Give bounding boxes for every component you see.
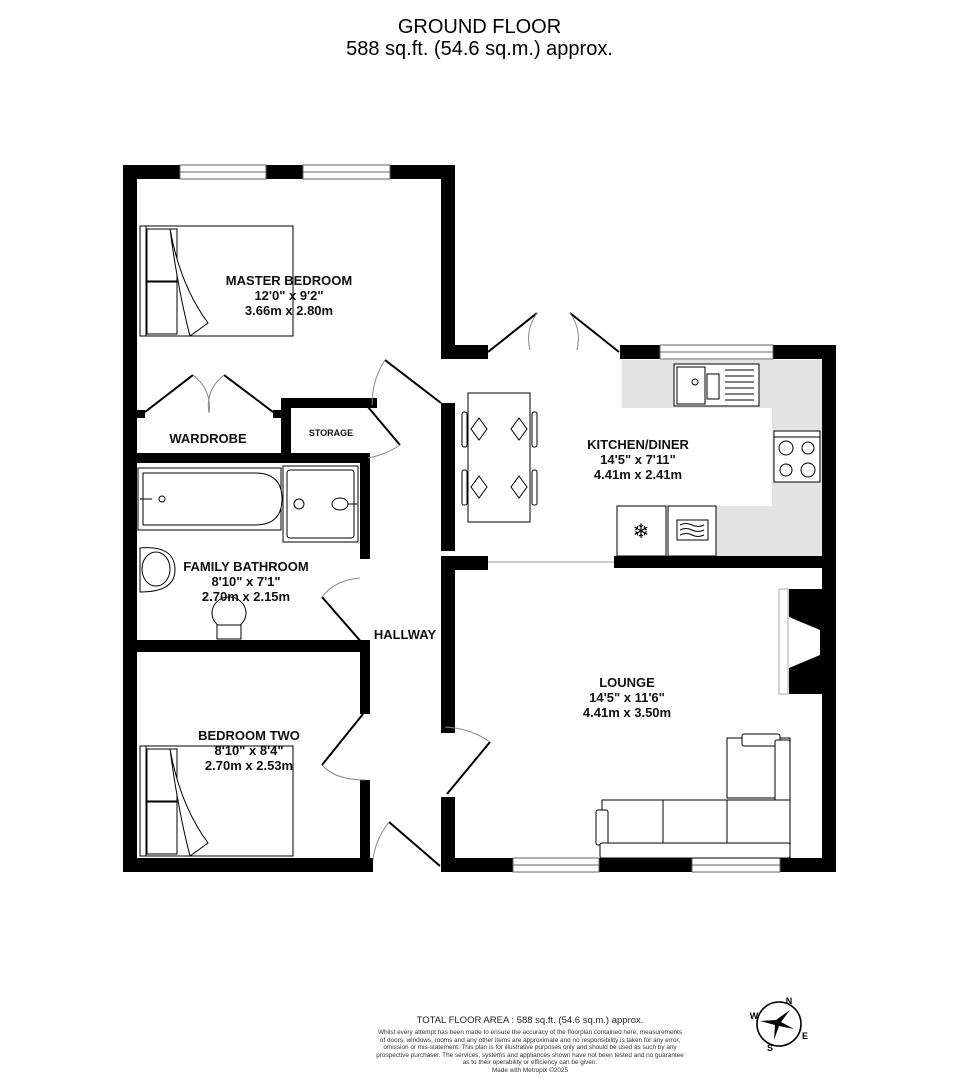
oven-icon — [667, 505, 717, 557]
svg-text:❄: ❄ — [633, 521, 650, 543]
room-label-kitchen-diner: KITCHEN/DINER 14'5" x 7'11" 4.41m x 2.41… — [587, 437, 689, 482]
floor-title: GROUND FLOOR — [397, 16, 562, 38]
room-label-hallway: HALLWAY — [374, 627, 437, 642]
toilet-icon — [211, 596, 247, 640]
room-label-lounge: LOUNGE 14'5" x 11'6" 4.41m x 3.50m — [583, 675, 671, 720]
fridge-freezer-icon: ❄ — [616, 505, 667, 557]
fireplace-icon — [778, 588, 822, 695]
disclaimer: Whilst every attempt has been made to en… — [340, 1029, 720, 1075]
svg-text:MASTER BEDROOM: MASTER BEDROOM — [226, 273, 352, 288]
disclaimer-line: prospective purchaser. The services, sys… — [376, 1051, 684, 1059]
svg-text:8'10" x 8'4": 8'10" x 8'4" — [214, 743, 283, 758]
hob-icon — [773, 430, 821, 483]
compass-icon: N E S W — [750, 996, 808, 1053]
dining-table-icon — [461, 392, 538, 523]
disclaimer-line: Whilst every attempt has been made to en… — [377, 1029, 683, 1036]
corner-sofa-icon — [595, 733, 791, 859]
svg-text:E: E — [802, 1031, 808, 1041]
plan-header: GROUND FLOOR 588 sq.ft. (54.6 sq.m.) app… — [0, 16, 959, 60]
svg-text:2.70m x 2.53m: 2.70m x 2.53m — [205, 758, 293, 773]
shower-icon — [282, 465, 359, 543]
plan-footer: TOTAL FLOOR AREA : 588 sq.ft. (54.6 sq.m… — [340, 1015, 720, 1075]
total-floor-area: TOTAL FLOOR AREA : 588 sq.ft. (54.6 sq.m… — [416, 1015, 644, 1026]
disclaimer-line: omission or mis-statement. This plan is … — [383, 1044, 677, 1052]
room-label-wardrobe: WARDROBE — [169, 431, 247, 446]
svg-text:14'5" x 11'6": 14'5" x 11'6" — [589, 690, 665, 705]
svg-text:14'5" x 7'11": 14'5" x 7'11" — [600, 452, 676, 467]
disclaimer-line: of doors, windows, rooms and any other i… — [379, 1036, 681, 1044]
svg-text:FAMILY BATHROOM: FAMILY BATHROOM — [183, 559, 308, 574]
doors[interactable] — [144, 312, 620, 867]
basin-icon — [139, 547, 176, 593]
bath-icon — [137, 467, 283, 531]
room-label-family-bathroom: FAMILY BATHROOM 8'10" x 7'1" 2.70m x 2.1… — [183, 559, 308, 604]
room-label-master-bedroom: MASTER BEDROOM 12'0" x 9'2" 3.66m x 2.80… — [226, 273, 352, 318]
sink-icon — [673, 363, 760, 407]
svg-text:W: W — [750, 1011, 759, 1021]
room-label-storage: STORAGE — [309, 428, 353, 438]
svg-text:3.66m x 2.80m: 3.66m x 2.80m — [245, 303, 333, 318]
bed-icon — [139, 225, 294, 337]
windows — [179, 164, 781, 873]
svg-text:8'10" x 7'1": 8'10" x 7'1" — [211, 574, 280, 589]
svg-text:BEDROOM TWO: BEDROOM TWO — [198, 728, 300, 743]
disclaimer-line: as to their operability or efficiency ca… — [462, 1059, 598, 1067]
walls — [123, 165, 836, 872]
door-swing-arcs — [192, 312, 579, 861]
bed-icon — [139, 745, 294, 857]
svg-text:LOUNGE: LOUNGE — [599, 675, 655, 690]
floor-area: 588 sq.ft. (54.6 sq.m.) approx. — [346, 38, 613, 60]
svg-text:12'0" x 9'2": 12'0" x 9'2" — [254, 288, 323, 303]
svg-text:KITCHEN/DINER: KITCHEN/DINER — [587, 437, 689, 452]
svg-text:N: N — [786, 996, 793, 1006]
svg-text:4.41m x 3.50m: 4.41m x 3.50m — [583, 705, 671, 720]
room-label-bedroom-two: BEDROOM TWO 8'10" x 8'4" 2.70m x 2.53m — [198, 728, 300, 773]
svg-text:4.41m x 2.41m: 4.41m x 2.41m — [594, 467, 682, 482]
svg-text:2.70m x 2.15m: 2.70m x 2.15m — [202, 589, 290, 604]
floor-plan: ❄ MASTER BEDROOM 12'0" x 9'2" 3.66m x — [123, 164, 836, 873]
credit-line: Made with Metropix ©2025 — [491, 1066, 569, 1074]
svg-text:S: S — [767, 1043, 773, 1053]
